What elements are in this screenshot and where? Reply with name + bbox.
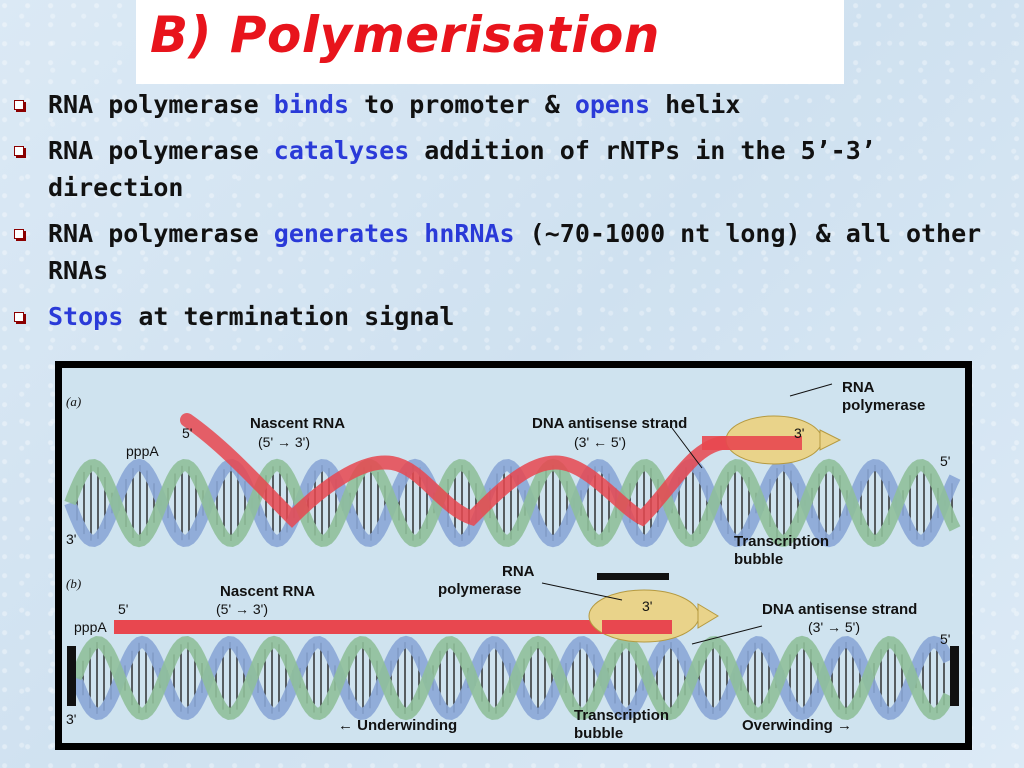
helix-end-cap-left: [67, 646, 76, 706]
pointer-line: [541, 582, 623, 601]
pointer-line: [789, 383, 833, 397]
dna-strand-coding: [70, 635, 955, 721]
label-direction: (3' ← 5'): [574, 434, 626, 450]
pointer-line: [671, 427, 703, 469]
label-5prime: 5': [118, 601, 128, 617]
bullet-highlight: opens: [574, 90, 651, 119]
bullet-highlight: generates hnRNAs: [273, 219, 515, 248]
bullet-highlight: binds: [273, 90, 350, 119]
label-nascent-rna: Nascent RNA: [220, 583, 315, 600]
label-direction: (5' → 3'): [258, 434, 310, 450]
label-bubble: bubble: [574, 725, 623, 742]
bullet-highlight: Stops: [48, 302, 124, 331]
rna-segment-b: [602, 620, 672, 634]
title-background: [136, 0, 844, 84]
rna-segment-a: [702, 436, 802, 450]
label-3prime: 3': [66, 531, 76, 547]
bullet-item: RNA polymerase generates hnRNAs (~70-100…: [12, 215, 1012, 289]
dna-helix-b: [70, 635, 955, 721]
transcription-diagram: (a) 5' pppA 3' Nascent RNA (5' → 3') DNA…: [64, 379, 961, 742]
figure-canvas: (a) 5' pppA 3' Nascent RNA (5' → 3') DNA…: [62, 368, 965, 743]
square-bullet-icon: [14, 146, 24, 156]
panel-label-a: (a): [66, 394, 81, 409]
label-underwinding: ← Underwinding: [338, 717, 457, 734]
label-overwinding: Overwinding →: [742, 717, 852, 734]
label-3prime: 3': [794, 425, 804, 441]
label-direction: (5' → 3'): [216, 601, 268, 617]
pointer-line: [691, 625, 763, 645]
label-rna-polymerase: polymerase: [842, 397, 925, 414]
bullet-text: helix: [650, 90, 741, 119]
dna-strand-template: [70, 635, 955, 721]
label-nascent-rna: Nascent RNA: [250, 415, 345, 432]
bullet-text: RNA polymerase: [48, 219, 274, 248]
label-pppA: pppA: [74, 619, 107, 635]
bullet-text: RNA polymerase: [48, 136, 274, 165]
label-5prime: 5': [940, 453, 950, 469]
dna-strand-coding: [64, 458, 961, 548]
slide-title: B) Polymerisation: [150, 6, 660, 64]
bullet-text: to promoter &: [349, 90, 575, 119]
transcription-figure: (a) 5' pppA 3' Nascent RNA (5' → 3') DNA…: [55, 361, 972, 750]
nascent-rna-strand-b: [114, 620, 669, 634]
label-antisense: DNA antisense strand: [532, 415, 687, 432]
bullet-text: addition of rNTPs in the 5’-3’ direction: [48, 136, 876, 202]
label-5prime: 5': [182, 425, 192, 441]
square-bullet-icon: [14, 312, 24, 322]
label-5prime: 5': [940, 631, 950, 647]
square-bullet-icon: [14, 229, 24, 239]
label-bubble: Transcription: [734, 533, 829, 550]
label-direction: (3' → 5'): [808, 619, 860, 635]
polymerase-marker-bar: [597, 573, 669, 580]
bullet-item: Stops at termination signal: [12, 298, 1012, 335]
bullet-item: RNA polymerase catalyses addition of rNT…: [12, 132, 1012, 206]
polymerase-arrow-a: [819, 429, 842, 451]
bullet-text: (~70-1000 nt long) & all other RNAs: [48, 219, 982, 285]
label-bubble: bubble: [734, 551, 783, 568]
helix-end-cap-right: [950, 646, 959, 706]
label-3prime: 3': [642, 598, 652, 614]
label-rna-polymerase: polymerase: [438, 581, 521, 598]
bullet-item: RNA polymerase binds to promoter & opens…: [12, 86, 1012, 123]
nascent-rna-strand-a: [180, 413, 809, 528]
polymerase-arrow-b: [697, 603, 719, 629]
bullet-text: at termination signal: [123, 302, 455, 331]
bullet-list: RNA polymerase binds to promoter & opens…: [12, 86, 1012, 344]
panel-label-b: (b): [66, 576, 81, 591]
label-rna-polymerase: RNA: [502, 563, 535, 580]
bullet-text: RNA polymerase: [48, 90, 274, 119]
label-rna-polymerase: RNA: [842, 379, 875, 396]
square-bullet-icon: [14, 100, 24, 110]
label-3prime: 3': [66, 711, 76, 727]
label-pppA: pppA: [126, 443, 159, 459]
bullet-highlight: catalyses: [273, 136, 410, 165]
label-antisense: DNA antisense strand: [762, 601, 917, 618]
label-bubble: Transcription: [574, 707, 669, 724]
